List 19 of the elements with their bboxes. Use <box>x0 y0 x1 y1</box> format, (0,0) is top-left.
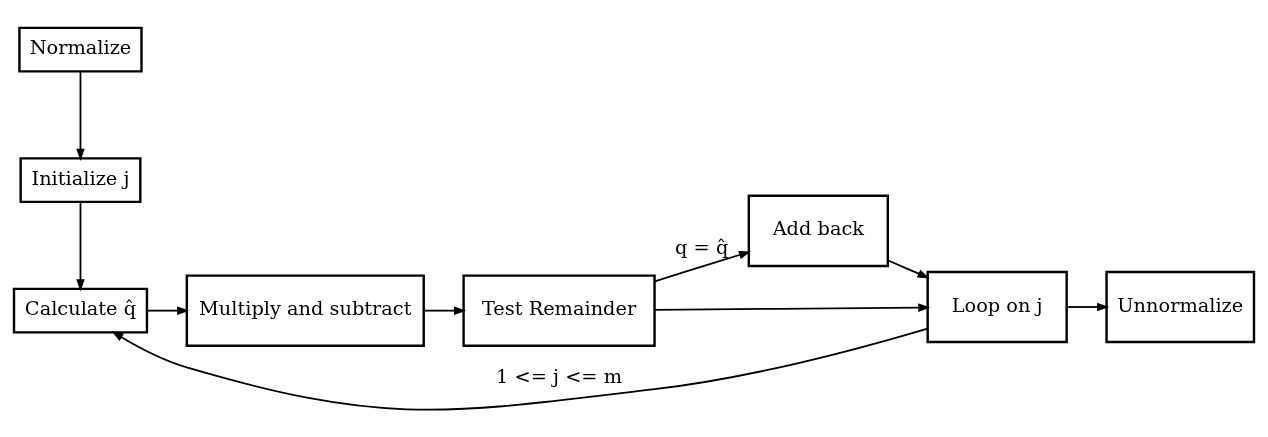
node-box: Loop on j <box>926 270 1068 343</box>
node-box: Unnormalize <box>1105 270 1256 343</box>
arrow <box>111 327 929 410</box>
arrow <box>76 70 85 161</box>
arrow <box>653 302 931 312</box>
node-box: Initialize j <box>19 156 142 203</box>
node-box: Add back <box>747 194 889 267</box>
arrow <box>887 259 930 278</box>
arrow <box>653 250 752 282</box>
node-box: Calculate q̂ <box>12 287 149 334</box>
edge-label: 1 <= j <= m <box>496 364 623 388</box>
arrow <box>1065 302 1110 311</box>
arrow <box>146 305 190 315</box>
node-box: Test Remainder <box>462 273 656 347</box>
node-box: Multiply and subtract <box>185 273 425 347</box>
arrow <box>423 305 467 315</box>
node-box: Normalize <box>18 26 143 73</box>
edge-label: q = q̂ <box>675 235 729 259</box>
arrow <box>76 200 85 291</box>
